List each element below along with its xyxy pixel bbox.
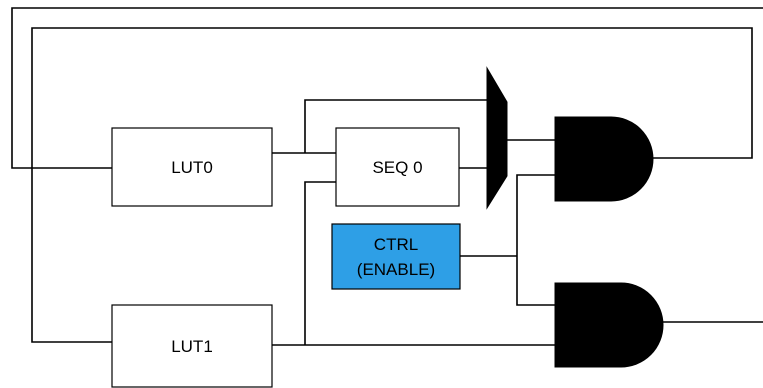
inner-feedback-wire <box>31 27 753 343</box>
lut1-block: LUT1 <box>111 304 273 388</box>
feedback-wires <box>11 7 763 343</box>
ctrl-box <box>331 223 461 290</box>
and-gate-2 <box>554 282 664 368</box>
lut1-label: LUT1 <box>171 337 213 356</box>
internal-wires <box>272 99 763 346</box>
and-gate-1 <box>554 116 654 202</box>
lut0-label: LUT0 <box>171 158 213 177</box>
ctrl-enable-block: CTRL (ENABLE) <box>331 223 461 290</box>
lut1-box <box>111 304 273 388</box>
lut0-block: LUT0 <box>111 127 273 207</box>
ctrl-label-line2: (ENABLE) <box>357 260 435 279</box>
enable-to-gates-wire <box>516 174 555 306</box>
lut1-to-seq0-wire <box>304 181 336 345</box>
seq0-block: SEQ 0 <box>335 127 460 207</box>
seq0-label: SEQ 0 <box>372 158 422 177</box>
lut0-box <box>111 127 273 207</box>
ctrl-label-line1: CTRL <box>374 235 418 254</box>
lut0-to-mux-wire <box>304 99 487 153</box>
seq0-box <box>335 127 460 207</box>
outer-feedback-wire <box>11 7 763 169</box>
multiplexer-symbol <box>486 66 508 210</box>
